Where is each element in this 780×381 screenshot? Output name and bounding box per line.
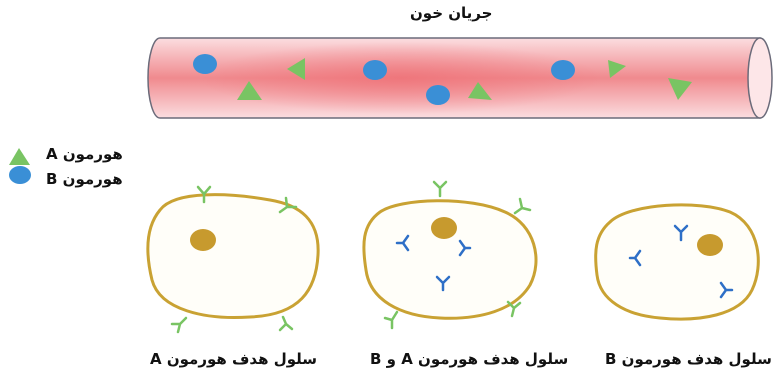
- nucleus: [190, 229, 216, 251]
- hormone-b-molecule: [426, 85, 450, 105]
- legend-hormone-b-icon: [9, 166, 31, 184]
- cell-target-a: [148, 187, 318, 332]
- legend-hormone-a-icon: [9, 148, 30, 165]
- vessel-opening: [748, 38, 772, 118]
- caption-target-b: سلول هدف هورمون B: [605, 350, 772, 368]
- caption-target-a: سلول هدف هورمون A: [150, 350, 317, 368]
- hormone-b-molecule: [551, 60, 575, 80]
- cell-target-b: [596, 205, 759, 319]
- legend-hormone-a-label: هورمون A: [46, 145, 123, 163]
- blood-vessel: [148, 38, 772, 118]
- nucleus: [431, 217, 457, 239]
- nucleus: [697, 234, 723, 256]
- legend-hormone-b-label: هورمون B: [46, 170, 123, 188]
- cell-target-ab: [364, 182, 536, 328]
- caption-target-ab: سلول هدف هورمون A و B: [370, 350, 568, 368]
- hormone-b-molecule: [363, 60, 387, 80]
- hormone-b-molecule: [193, 54, 217, 74]
- cell-membrane: [148, 195, 318, 318]
- blood-flow-title: جریان خون: [410, 4, 492, 22]
- cell-membrane: [596, 205, 759, 319]
